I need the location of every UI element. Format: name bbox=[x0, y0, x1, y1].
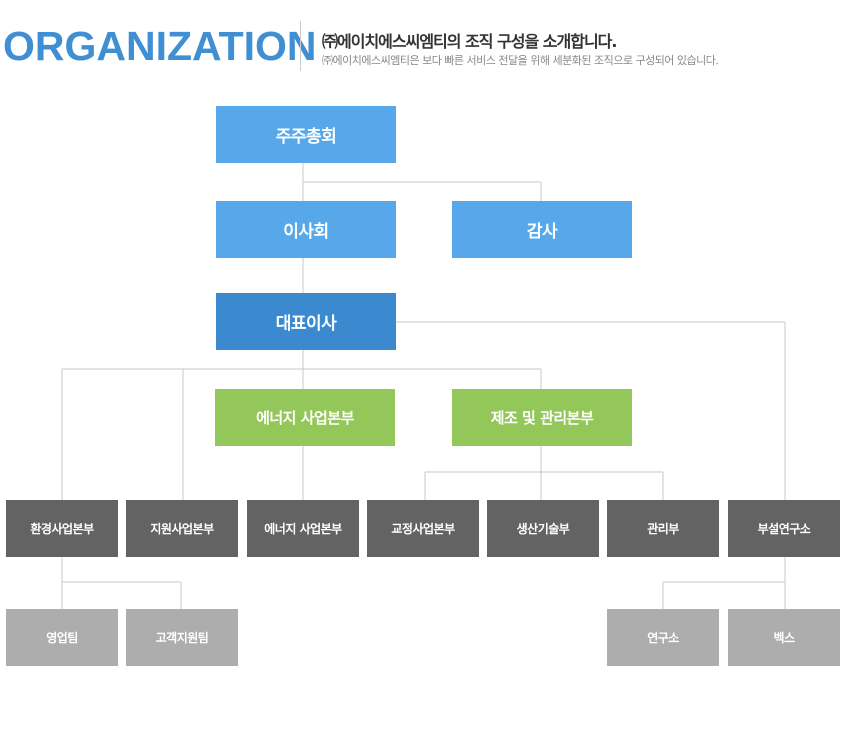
page-title: ORGANIZATION bbox=[3, 23, 317, 69]
org-box-production-tech: 생산기술부 bbox=[487, 500, 599, 557]
org-box-becs: 벡스 bbox=[728, 609, 840, 666]
org-box-management: 관리부 bbox=[607, 500, 719, 557]
header-main-text: ㈜에이치에스씨엠티의 조직 구성을 소개합니다. bbox=[322, 32, 617, 51]
org-box-energy-business: 에너지 사업본부 bbox=[247, 500, 359, 557]
org-box-energy-hq: 에너지 사업본부 bbox=[215, 389, 395, 446]
org-box-customer-support-team: 고객지원팀 bbox=[126, 609, 238, 666]
org-box-env-business: 환경사업본부 bbox=[6, 500, 118, 557]
header-divider bbox=[300, 21, 301, 71]
org-box-auditor: 감사 bbox=[452, 201, 632, 258]
org-box-board: 이사회 bbox=[216, 201, 396, 258]
org-box-sales-team: 영업팀 bbox=[6, 609, 118, 666]
org-box-research-institute: 부설연구소 bbox=[728, 500, 840, 557]
org-box-shareholders: 주주총회 bbox=[216, 106, 396, 163]
org-box-correction-business: 교정사업본부 bbox=[367, 500, 479, 557]
org-box-ceo: 대표이사 bbox=[216, 293, 396, 350]
org-box-research-center: 연구소 bbox=[607, 609, 719, 666]
org-box-manufacturing-hq: 제조 및 관리본부 bbox=[452, 389, 632, 446]
header-sub-text: ㈜에이치에스씨엠티은 보다 빠른 서비스 전달을 위해 세분화된 조직으로 구성… bbox=[322, 54, 719, 67]
org-box-support-business: 지원사업본부 bbox=[126, 500, 238, 557]
